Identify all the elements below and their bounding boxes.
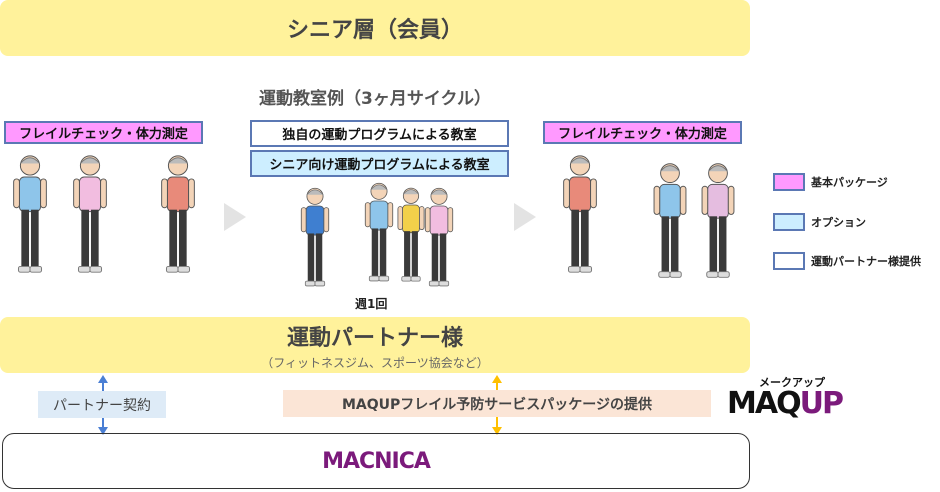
- class-example-title: 運動教室例（3ヶ月サイクル）: [259, 89, 491, 109]
- partner-banner: 運動パートナー様 （フィットネスジム、スポーツ協会など）: [0, 317, 750, 373]
- senior-members-banner: シニア層（会員）: [0, 0, 750, 56]
- flow-arrow-icon: [514, 203, 536, 231]
- legend-item-option: オプション: [773, 213, 866, 231]
- senior-members-title: シニア層（会員）: [286, 18, 463, 43]
- partner-title: 運動パートナー様: [286, 325, 463, 351]
- legend-label: 基本パッケージ: [811, 176, 888, 189]
- legend-label: 運動パートナー様提供: [811, 255, 921, 268]
- frail-check-box-right: フレイルチェック・体力測定: [543, 121, 742, 144]
- frequency-label: 週1回: [355, 297, 388, 311]
- legend-swatch: [773, 252, 805, 270]
- macnica-box: MACNICA: [2, 433, 750, 489]
- partner-contract-label: パートナー契約: [38, 391, 166, 418]
- legend-item-partner: 運動パートナー様提供: [773, 252, 921, 270]
- legend-label: オプション: [811, 216, 866, 229]
- legend-item-basic: 基本パッケージ: [773, 173, 888, 191]
- maqup-service-label: MAQUPフレイル予防サービスパッケージの提供: [283, 390, 711, 417]
- frail-check-box-left: フレイルチェック・体力測定: [4, 121, 203, 144]
- original-program-box: 独自の運動プログラムによる教室: [250, 120, 509, 147]
- seniors-measurement-illustration: [13, 155, 195, 273]
- partner-subtitle: （フィットネスジム、スポーツ協会など）: [261, 355, 489, 370]
- senior-program-box: シニア向け運動プログラムによる教室: [250, 150, 509, 177]
- exercise-class-illustration: [300, 182, 454, 287]
- maqup-logo: メークアップ MAQUP: [727, 374, 867, 421]
- seniors-walking-illustration: [563, 155, 735, 278]
- macnica-logo: MACNICA: [322, 448, 431, 474]
- legend-swatch: [773, 173, 805, 191]
- legend-swatch: [773, 213, 805, 231]
- maqup-logo-kana: メークアップ: [759, 376, 825, 389]
- flow-arrow-icon: [224, 203, 246, 231]
- maqup-logo-text: MAQUP: [727, 386, 844, 421]
